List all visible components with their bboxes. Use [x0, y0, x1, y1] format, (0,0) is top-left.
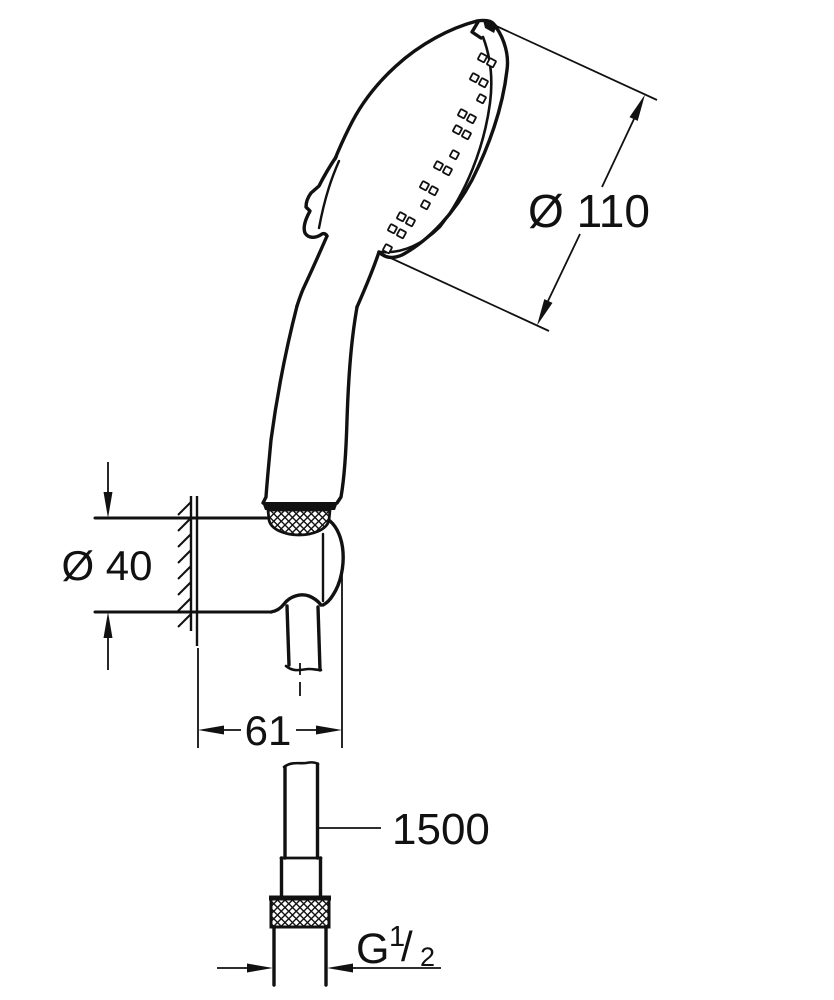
nozzle-field — [382, 52, 497, 255]
shower-head-neck-left — [295, 234, 329, 308]
dim-40-arrowhead-upper — [103, 492, 113, 518]
nozzle-dot — [461, 129, 472, 141]
shower-face-rim-step — [470, 20, 483, 40]
nozzle-dot — [433, 160, 444, 172]
nozzle-dot — [476, 93, 487, 105]
wall — [177, 496, 199, 646]
diverter-button-outline — [302, 155, 338, 239]
hose-break-line-top — [282, 761, 320, 769]
nozzle-dot — [420, 199, 431, 211]
nozzle-dot — [469, 72, 480, 84]
nozzle-dot — [466, 113, 477, 125]
handle — [261, 304, 359, 537]
wall-hatching — [177, 501, 192, 628]
hose-upper-segment — [283, 762, 320, 860]
dim-40-arrowhead-lower — [103, 612, 113, 638]
dim-thread-slash: / — [401, 923, 413, 970]
dim-hose-length-label: 1500 — [392, 805, 490, 854]
dim-holder-diameter-label: Ø 40 — [61, 542, 152, 589]
dim-110-extension-lines — [381, 24, 658, 332]
dim-holder-diameter: Ø 40 — [61, 462, 153, 670]
dim-holder-projection: 61 — [197, 572, 343, 754]
dim-110-arrowhead-upper — [629, 94, 645, 121]
holder-outlet-shoulder — [269, 593, 323, 614]
dim-g12-arrowhead-left — [247, 963, 273, 973]
diverter-button — [302, 155, 341, 239]
nozzle-dot — [396, 211, 407, 223]
dim-thread-numerator: 1 — [389, 921, 405, 953]
dim-holder-projection-label: 61 — [245, 707, 292, 754]
nozzle-dot — [452, 124, 463, 136]
shower-face-inner-line — [379, 35, 493, 254]
nozzle-dot — [419, 180, 430, 192]
shower-head-neck-right — [355, 250, 381, 309]
shower-head — [295, 18, 510, 309]
hose-outlet-break-line — [284, 664, 323, 672]
hose-knurled-nut — [269, 895, 331, 929]
dim-110-lines — [547, 118, 635, 302]
holder-front-bulge — [321, 519, 345, 607]
hose-outlet-stub — [285, 604, 322, 672]
dim-61-arrowhead-right — [316, 725, 342, 735]
dim-thread-prefix: G — [356, 925, 389, 973]
handle-knurled-nut — [266, 508, 332, 537]
handle-left-edge — [261, 304, 299, 505]
diverter-button-inner-line — [317, 159, 341, 230]
nozzle-dot — [442, 165, 453, 177]
handle-rim-ring — [262, 502, 338, 510]
nozzle-dot — [405, 216, 416, 228]
handle-right-edge — [335, 305, 359, 505]
dim-110-arrowhead-lower — [537, 299, 553, 326]
nozzle-dot — [449, 149, 460, 161]
dim-61-extension-lines — [197, 572, 343, 748]
dim-thread-denominator: 2 — [420, 942, 435, 972]
nozzle-dot — [478, 77, 489, 89]
hose-fitting-sides — [279, 856, 323, 899]
nozzle-dot — [428, 185, 439, 197]
nozzle-dot — [477, 52, 488, 64]
nozzle-dot — [457, 108, 468, 120]
thread-connector — [272, 925, 328, 987]
nozzle-dot — [387, 223, 398, 235]
dim-thread-size: G 1 / 2 — [217, 921, 441, 973]
shower-hose — [269, 761, 331, 987]
shower-face-rim-notch — [483, 20, 497, 33]
nozzle-dot — [396, 228, 407, 240]
nozzle-dot — [382, 243, 393, 255]
dim-hose-length: 1500 — [319, 805, 490, 854]
shower-head-back-contour — [333, 19, 479, 161]
dim-61-arrowhead-left — [198, 725, 224, 735]
nozzle-dot — [486, 57, 497, 69]
dim-head-diameter-label: Ø 110 — [528, 185, 650, 237]
dim-head-diameter: Ø 110 — [381, 24, 658, 332]
dim-g12-arrowhead-right — [327, 963, 353, 973]
